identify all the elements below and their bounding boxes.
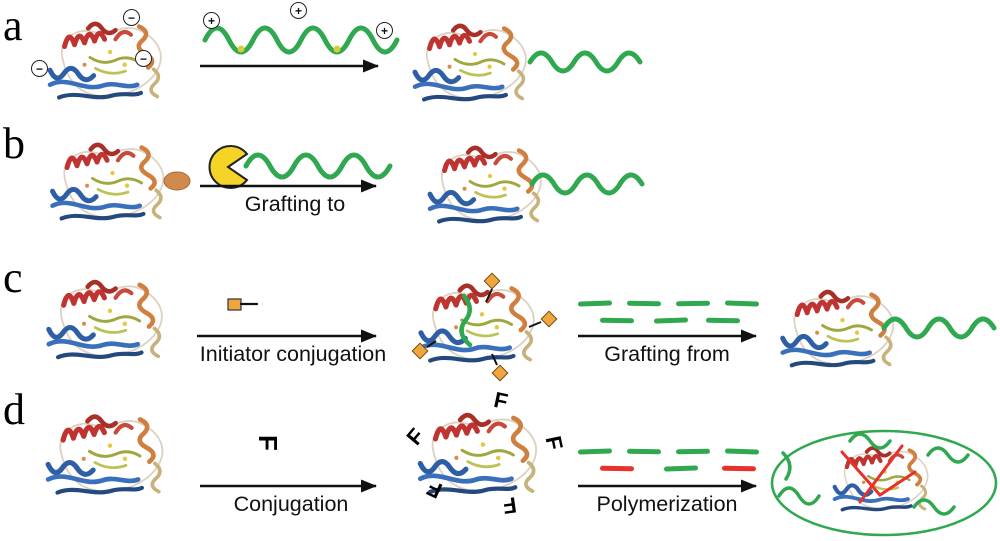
initiator-site-icon <box>540 310 558 328</box>
crosslink-strand <box>858 444 904 504</box>
native-protein <box>48 417 162 493</box>
grafted-polymer-chain <box>529 172 645 196</box>
monomer-dash <box>675 448 711 455</box>
negative-charge-icon: − <box>135 50 152 67</box>
row-label-b: b <box>3 119 25 168</box>
monomer-dash <box>705 317 741 324</box>
initiator-stem <box>426 340 437 348</box>
cationic-polymer-chain <box>202 25 400 55</box>
functional-monomer-label: F <box>252 435 283 451</box>
monomer-dash <box>599 317 635 324</box>
row-d-graphics <box>48 415 998 537</box>
polymer-shell <box>770 429 998 537</box>
protein-polymer-conjugate <box>415 26 526 100</box>
monomer-dash <box>626 448 662 455</box>
initiator-modified-protein <box>421 286 534 361</box>
anchor-dot-icon <box>333 45 341 53</box>
native-protein <box>53 145 164 219</box>
initiator-site-icon <box>491 364 509 382</box>
initiator-stem <box>528 321 542 328</box>
arrow-label-polymerization: Polymerization <box>596 492 738 516</box>
arrow-label-initiator-conjugation: Initiator conjugation <box>199 342 387 366</box>
native-protein <box>49 282 162 357</box>
initiator-site-icon <box>411 342 429 360</box>
monomer-dash-red <box>599 465 635 472</box>
protein-polymer-conjugate <box>783 292 893 365</box>
row-label-a: a <box>3 1 23 50</box>
initiator-icon <box>227 298 242 311</box>
row-a-graphics <box>50 24 643 100</box>
positive-charge-icon: + <box>290 2 307 19</box>
negative-charge-icon: − <box>31 60 48 77</box>
initiator-stem <box>491 353 498 366</box>
positive-charge-icon: + <box>376 22 393 39</box>
grafted-polymer-chain <box>527 50 643 74</box>
reactive-site-blob <box>163 171 191 191</box>
row-c-graphics <box>49 272 997 382</box>
negative-charge-icon: − <box>123 9 140 26</box>
growing-chain-squiggle <box>459 293 473 348</box>
functional-monomer-label: F <box>501 492 519 519</box>
row-label-d: d <box>3 385 25 434</box>
shell-polymer-squiggle <box>912 498 956 516</box>
arrow-label-grafting-from: Grafting from <box>604 342 730 366</box>
row-b-graphics <box>53 145 645 222</box>
arrow-label-conjugation: Conjugation <box>233 492 349 516</box>
initiator-stem <box>485 288 493 303</box>
crosslink-strand <box>840 450 917 497</box>
shell-polymer-squiggle <box>848 432 892 450</box>
shell-polymer-squiggle <box>781 451 792 481</box>
positive-charge-icon: + <box>203 12 220 29</box>
arrow-label-grafting-to: Grafting to <box>244 192 346 216</box>
preformed-polymer-chain <box>243 152 393 180</box>
initiator-site-icon <box>483 272 501 290</box>
monomer-dash <box>626 300 662 307</box>
row-label-c: c <box>3 253 23 302</box>
shell-polymer-squiggle <box>777 486 821 506</box>
coupling-group-icon <box>208 145 249 189</box>
grafted-polymer-chain <box>881 316 997 340</box>
shell-polymer-squiggle <box>926 446 970 464</box>
anchor-dot-icon <box>237 45 245 53</box>
monomer-dash <box>675 300 711 307</box>
protein-polymer-conjugate <box>430 148 541 222</box>
monomer-dash-red <box>721 465 757 472</box>
